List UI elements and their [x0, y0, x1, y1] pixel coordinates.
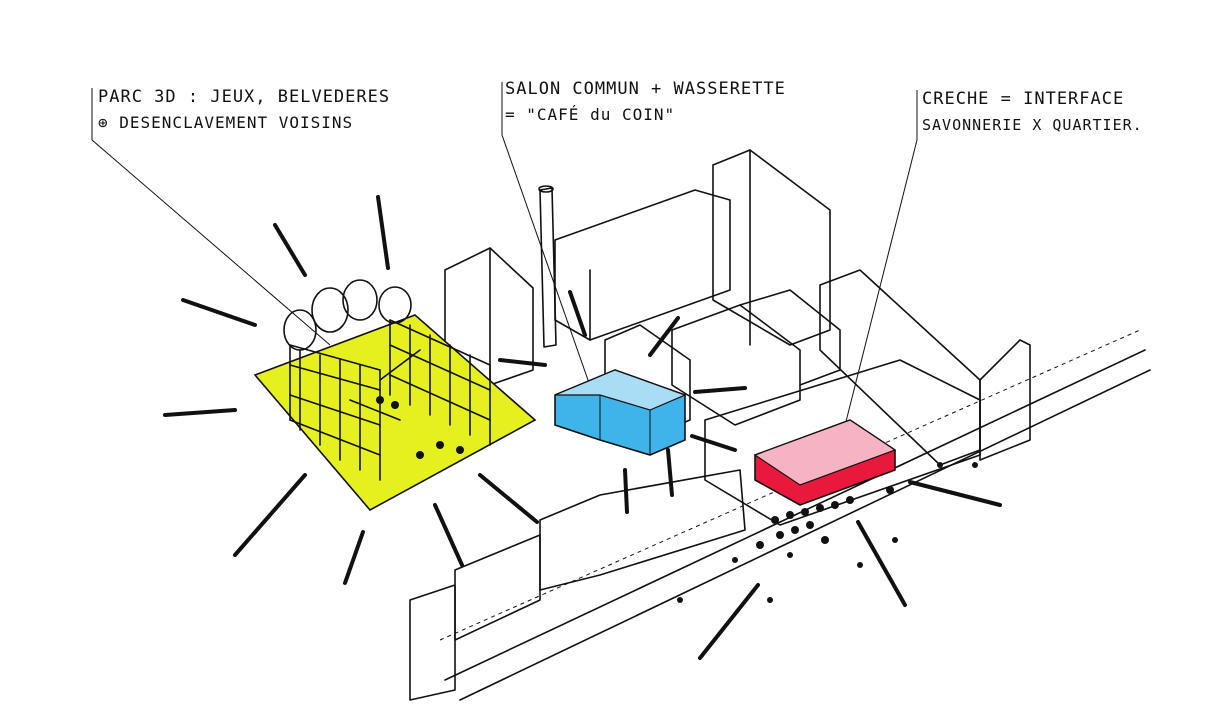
building-foreground-left	[454, 534, 541, 641]
annotation-parc-line1: PARC 3D : JEUX, BELVEDERES	[98, 87, 391, 107]
leader-line-creche	[829, 90, 918, 486]
building-foreground-right	[704, 359, 981, 526]
radiating-rays	[163, 195, 1002, 660]
building-mid-3	[739, 289, 841, 386]
leader-line-parc	[91, 88, 331, 346]
chimney	[539, 187, 557, 348]
tree-2	[311, 287, 349, 333]
building-right-end	[979, 339, 1031, 461]
tree-4	[378, 286, 412, 324]
crowd	[677, 462, 978, 603]
building-foreground-corner	[409, 584, 456, 701]
tree-3	[342, 279, 378, 321]
park-ground	[253, 314, 537, 512]
leader-line-salon	[501, 82, 596, 401]
salon-zone	[554, 369, 687, 456]
park-zone	[253, 279, 537, 512]
annotation-creche-line2: SAVONNERIE X QUARTIER.	[922, 116, 1143, 134]
leader-lines	[91, 82, 918, 486]
annotation-creche: CRECHE = INTERFACE SAVONNERIE X QUARTIER…	[922, 86, 1143, 138]
buildings	[409, 149, 1151, 701]
building-foreground-mid	[539, 469, 746, 591]
building-mid-2	[671, 304, 801, 426]
annotation-parc-line2: ⊕ DESENCLAVEMENT VOISINS	[98, 113, 354, 132]
chimney-top	[538, 185, 554, 193]
annotation-salon: SALON COMMUN + WASSERETTE = "CAFÉ du COI…	[505, 76, 786, 128]
annotation-creche-line1: CRECHE = INTERFACE	[922, 89, 1125, 109]
annotation-salon-line2: = "CAFÉ du COIN"	[505, 105, 676, 124]
street-edge	[444, 349, 1146, 681]
tree-1	[283, 309, 317, 351]
annotation-salon-line1: SALON COMMUN + WASSERETTE	[505, 79, 786, 99]
building-central-block	[554, 189, 731, 341]
creche-zone	[753, 419, 897, 506]
annotation-parc: PARC 3D : JEUX, BELVEDERES ⊕ DESENCLAVEM…	[98, 84, 390, 136]
